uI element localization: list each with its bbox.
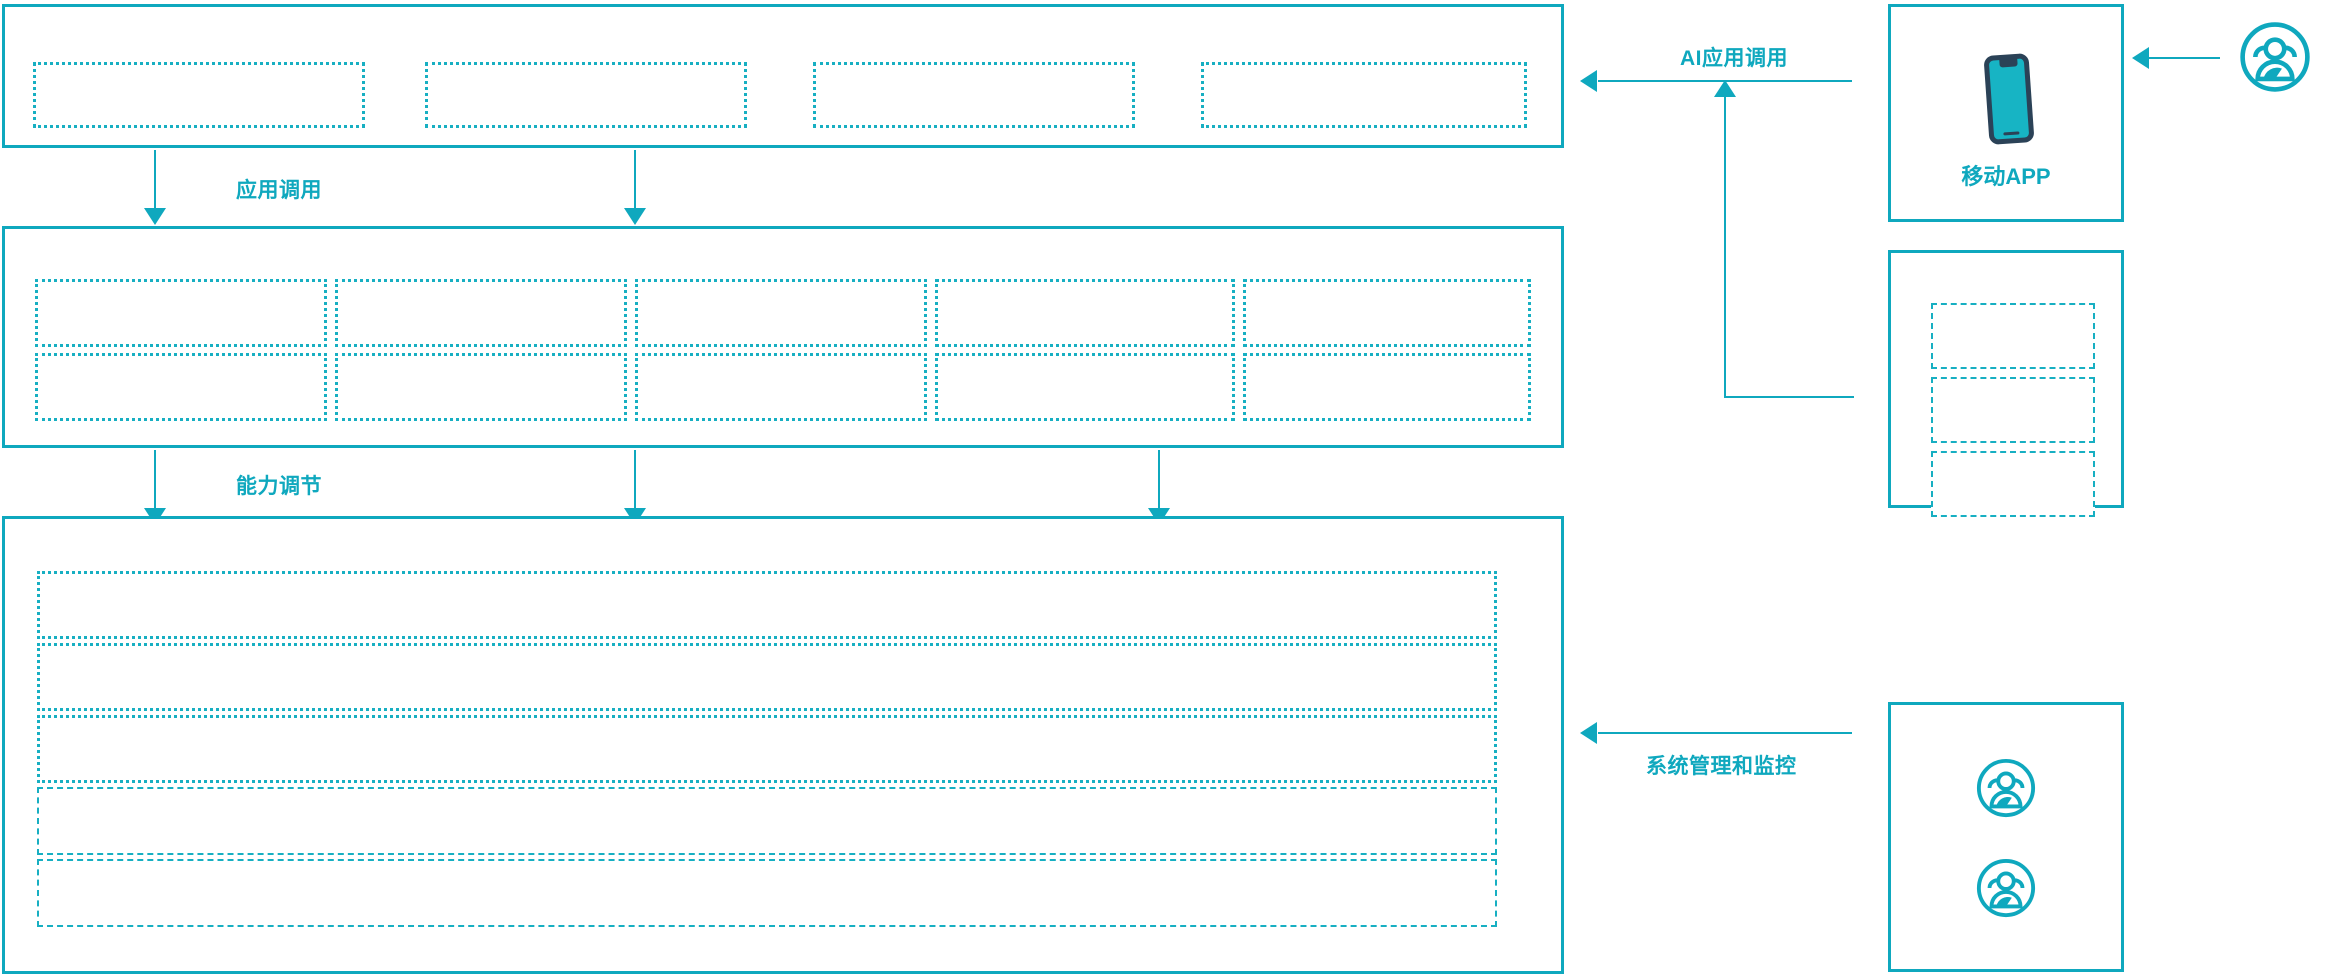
- platform-row-3[interactable]: [37, 715, 1497, 783]
- ai-app-invocation-label: AI应用调用: [1680, 47, 1788, 70]
- application-slot-3[interactable]: [813, 62, 1135, 128]
- capability-slot-5[interactable]: [1243, 279, 1531, 347]
- mobile-app-caption: 移动APP: [1961, 164, 2051, 189]
- capability-adjust-label: 能力调节: [236, 475, 322, 498]
- mobile-phone-icon: [1979, 51, 2039, 147]
- capability-slot-6[interactable]: [35, 353, 327, 421]
- system-management-label: 系统管理和监控: [1646, 755, 1797, 778]
- system-management-line: [1598, 732, 1852, 734]
- capability-adjust-connector-1: [154, 450, 156, 512]
- channel-slot-3[interactable]: [1931, 451, 2095, 517]
- capability-slot-2[interactable]: [335, 279, 627, 347]
- end-user-to-mobile-line: [2148, 57, 2220, 59]
- channel-slot-1[interactable]: [1931, 303, 2095, 369]
- capability-slot-3[interactable]: [635, 279, 927, 347]
- system-management-arrowhead: [1580, 722, 1597, 744]
- capability-adjust-connector-3: [1158, 450, 1160, 512]
- admin-card[interactable]: [1888, 702, 2124, 972]
- admin-users-group-icon-2: [1975, 857, 2037, 919]
- capability-slot-8[interactable]: [635, 353, 927, 421]
- ai-app-invocation-arrowhead: [1580, 70, 1597, 92]
- app-invocation-label: 应用调用: [236, 179, 322, 202]
- platform-layer-panel: [2, 516, 1564, 974]
- capability-slot-4[interactable]: [935, 279, 1235, 347]
- capability-slot-1[interactable]: [35, 279, 327, 347]
- application-layer-panel: [2, 4, 1564, 148]
- capability-layer-panel: [2, 226, 1564, 448]
- capability-slot-10[interactable]: [1243, 353, 1531, 421]
- application-slot-4[interactable]: [1201, 62, 1527, 128]
- channel-card[interactable]: [1888, 250, 2124, 517]
- platform-row-1[interactable]: [37, 571, 1497, 639]
- app-invocation-connector-left: [154, 150, 156, 212]
- channel-to-ai-vertical-connector: [1724, 96, 1726, 398]
- app-invocation-arrowhead-left: [144, 208, 166, 225]
- platform-row-5[interactable]: [37, 859, 1497, 927]
- end-user-users-group-icon: [2238, 20, 2312, 94]
- admin-users-group-icon-1: [1975, 757, 2037, 819]
- app-invocation-connector-right: [634, 150, 636, 212]
- capability-adjust-connector-2: [634, 450, 636, 512]
- application-slot-1[interactable]: [33, 62, 365, 128]
- channel-to-ai-horizontal-connector: [1724, 396, 1854, 398]
- channel-slot-2[interactable]: [1931, 377, 2095, 443]
- application-slot-2[interactable]: [425, 62, 747, 128]
- capability-slot-7[interactable]: [335, 353, 627, 421]
- platform-row-2[interactable]: [37, 643, 1497, 711]
- channel-to-ai-arrowhead: [1714, 80, 1736, 97]
- end-user-to-mobile-arrowhead: [2132, 47, 2149, 69]
- platform-row-4[interactable]: [37, 787, 1497, 855]
- app-invocation-arrowhead-right: [624, 208, 646, 225]
- mobile-app-card[interactable]: 移动APP: [1888, 4, 2124, 222]
- capability-slot-9[interactable]: [935, 353, 1235, 421]
